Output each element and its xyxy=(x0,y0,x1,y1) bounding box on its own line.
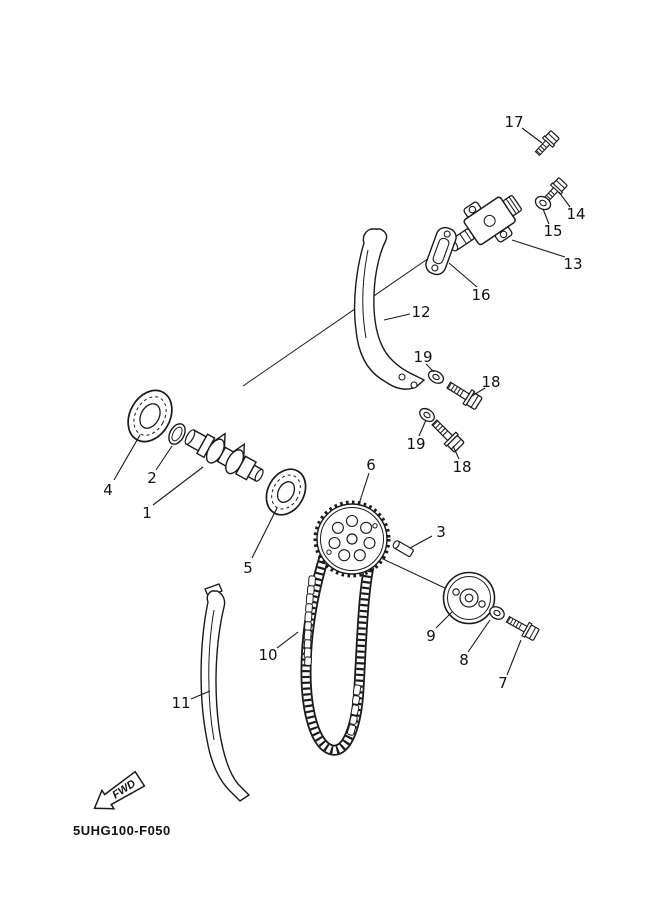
cam-sprocket xyxy=(313,500,391,578)
part-label-17-0: 17 xyxy=(504,113,523,131)
guide-washer-lower xyxy=(419,407,435,423)
part-label-18-9: 18 xyxy=(452,458,471,476)
tensioner-cap-bolt xyxy=(531,129,561,159)
part-label-1-12: 1 xyxy=(142,504,152,522)
bearing-left xyxy=(127,389,173,443)
bearing-right xyxy=(265,468,307,516)
fwd-arrow: FWD xyxy=(93,770,146,810)
chain-guide-upper xyxy=(353,228,426,390)
part-label-10-16: 10 xyxy=(258,646,277,664)
guide-bolt-upper xyxy=(443,377,484,412)
tensioner-washer xyxy=(534,195,552,211)
part-label-8-18: 8 xyxy=(459,651,469,669)
chain-tensioner xyxy=(448,195,522,252)
leader-lines xyxy=(113,127,571,700)
part-label-4-10: 4 xyxy=(103,481,113,499)
chain-link-detail xyxy=(303,575,362,736)
part-label-6-14: 6 xyxy=(366,456,376,474)
part-label-11-20: 11 xyxy=(171,694,190,712)
part-label-19-6: 19 xyxy=(413,348,432,366)
part-label-3-15: 3 xyxy=(436,523,446,541)
spacer-ring xyxy=(168,423,186,445)
part-label-7-19: 7 xyxy=(498,674,508,692)
guide-bolt-lower xyxy=(428,416,466,454)
dowel-pin xyxy=(392,540,414,558)
camshaft xyxy=(184,429,264,482)
part-label-16-4: 16 xyxy=(471,286,490,304)
rotor-washer xyxy=(489,606,505,620)
chain-guide-lower xyxy=(200,583,251,802)
part-label-18-7: 18 xyxy=(481,373,500,391)
part-label-19-8: 19 xyxy=(406,435,425,453)
part-label-12-5: 12 xyxy=(411,303,430,321)
rotor xyxy=(442,571,496,625)
part-label-5-13: 5 xyxy=(243,559,253,577)
part-label-2-11: 2 xyxy=(147,469,157,487)
part-label-9-17: 9 xyxy=(426,627,436,645)
guide-washer-upper xyxy=(427,370,445,384)
part-label-14-1: 14 xyxy=(566,205,585,223)
part-label-13-3: 13 xyxy=(563,255,582,273)
rotor-bolt xyxy=(503,612,541,643)
part-label-15-2: 15 xyxy=(543,222,562,240)
tensioner-gasket xyxy=(425,226,457,276)
diagram-code: 5UHG100-F050 xyxy=(73,823,171,838)
